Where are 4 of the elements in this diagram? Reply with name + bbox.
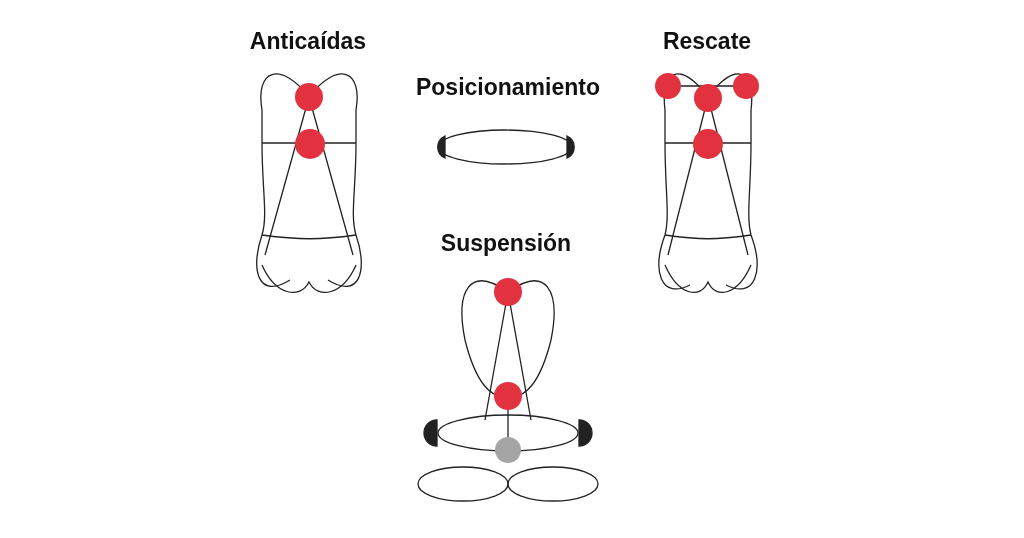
harness-type-heading: Anticaídas: [249, 28, 367, 55]
harness-type-heading: Rescate: [662, 28, 752, 55]
harness-type-heading: Suspensión: [440, 230, 572, 257]
harness-type-heading: Posicionamiento: [416, 74, 600, 101]
